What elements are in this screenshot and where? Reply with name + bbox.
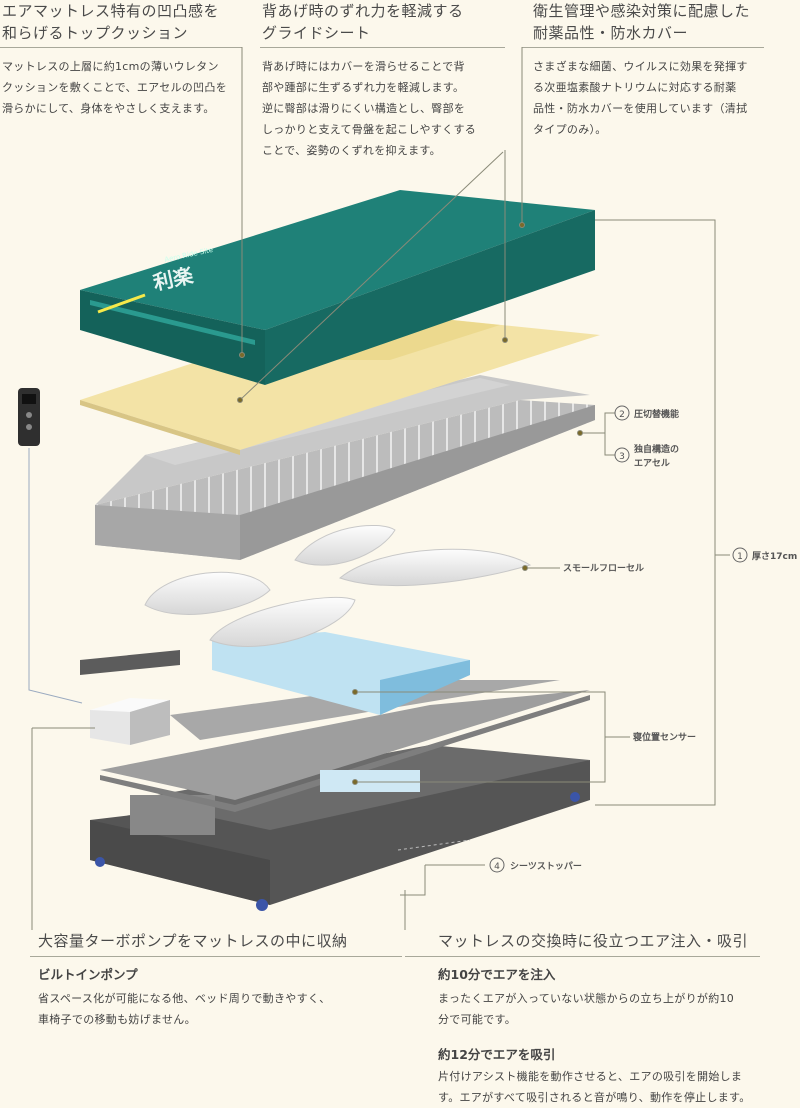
small-flow-cells bbox=[144, 525, 532, 647]
label-sensor: 寝位置センサー bbox=[633, 731, 696, 743]
svg-text:1: 1 bbox=[737, 552, 743, 562]
mattress-exploded-diagram: 利楽 Aero Ride Site bbox=[18, 47, 797, 930]
svg-text:シーツストッパー: シーツストッパー bbox=[510, 860, 582, 872]
remote-controller bbox=[18, 388, 40, 446]
leader-lines bbox=[28, 47, 730, 930]
label-1: 1 厚さ17cm bbox=[732, 547, 797, 563]
battery-pad bbox=[80, 650, 180, 675]
divider bbox=[30, 956, 402, 957]
top-cushion-title: エアマットレス特有の凹凸感を 和らげるトップクッション bbox=[2, 2, 220, 42]
divider bbox=[405, 956, 760, 957]
cover-title: 衛生管理や感染対策に配慮した 耐薬品性・防水カバー bbox=[533, 2, 751, 42]
label-2: 2 圧切替機能 bbox=[614, 405, 679, 421]
divider bbox=[0, 47, 242, 48]
svg-text:エアセル: エアセル bbox=[634, 458, 670, 469]
pump-subtitle: ビルトインポンプ bbox=[38, 967, 138, 982]
label-small-cell: スモールフローセル bbox=[563, 563, 644, 574]
svg-text:厚さ17cm: 厚さ17cm bbox=[752, 551, 797, 562]
pump-desc: 省スペース化が可能になる他、ベッド周りで動きやすく、 車椅子での移動も妨げません… bbox=[38, 992, 331, 1026]
air-suction-desc: 片付けアシスト機能を動作させると、エアの吸引を開始しま す。エアがすべて吸引され… bbox=[438, 1070, 751, 1104]
label-3: 3 独自構造の エアセル bbox=[614, 443, 679, 469]
svg-text:2: 2 bbox=[619, 410, 625, 420]
svg-text:圧切替機能: 圧切替機能 bbox=[634, 408, 679, 420]
svg-text:独自構造の: 独自構造の bbox=[633, 443, 679, 455]
svg-text:3: 3 bbox=[619, 452, 625, 462]
waterproof-cover: 利楽 Aero Ride Site bbox=[80, 190, 595, 385]
air-suction-subtitle: 約12分でエアを吸引 bbox=[438, 1047, 556, 1062]
air-title: マットレスの交換時に役立つエア注入・吸引 bbox=[438, 932, 749, 950]
air-inject-desc: まったくエアが入っていない状態からの立ち上がりが約10 分で可能です。 bbox=[438, 992, 735, 1026]
divider bbox=[522, 47, 764, 48]
glide-sheet-desc: 背あげ時にはカバーを滑らせることで背 部や踵部に生ずるずれ力を軽減します。 逆に… bbox=[262, 60, 477, 157]
air-inject-subtitle: 約10分でエアを注入 bbox=[438, 967, 556, 982]
top-cushion-desc: マットレスの上層に約1cmの薄いウレタン クッションを敷くことで、エアセルの凹凸… bbox=[2, 60, 228, 115]
divider bbox=[260, 47, 505, 48]
label-4: 4 シーツストッパー bbox=[489, 857, 582, 873]
pump-title: 大容量ターボポンプをマットレスの中に収納 bbox=[38, 932, 348, 950]
svg-text:4: 4 bbox=[494, 862, 500, 872]
built-in-pump bbox=[90, 698, 170, 745]
cover-desc: さまざまな細菌、ウイルスに効果を発揮す る次亜塩素酸ナトリウムに対応する耐薬 品… bbox=[533, 60, 748, 136]
glide-sheet-title: 背あげ時のずれ力を軽減する グライドシート bbox=[262, 2, 464, 42]
